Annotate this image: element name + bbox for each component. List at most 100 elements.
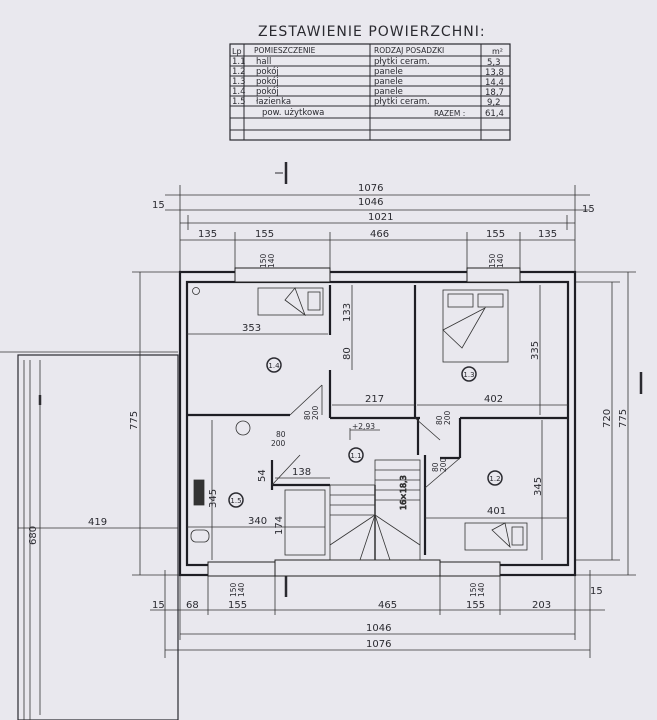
balcony <box>0 351 179 720</box>
door-label: 80 <box>435 415 444 425</box>
row-area: 14,4 <box>485 78 504 88</box>
dim-left-height: 775 <box>129 411 140 430</box>
room-dimensions: 353 133 80 217 402 335 345 340 54 138 17… <box>187 285 568 560</box>
header-room: POMIESZCZENIE <box>254 46 316 55</box>
door-label: 200 <box>443 410 452 425</box>
door-label: 200 <box>271 439 286 448</box>
area-summary-table: ZESTAWIENIE POWIERZCHNI: Lp POMIESZCZENI… <box>229 24 511 141</box>
row-room: pokój <box>256 66 279 77</box>
window-label: 150 <box>259 253 268 268</box>
shower <box>284 489 326 556</box>
window-label: 140 <box>477 582 486 597</box>
dim-right-outer: 775 <box>618 409 629 428</box>
row-room: pokój <box>256 76 279 87</box>
dim-closet-h2: 80 <box>342 347 353 360</box>
door-label: 200 <box>311 405 320 420</box>
dim-top-edge-right: 15 <box>582 204 595 215</box>
door-label: 80 <box>303 410 312 420</box>
stairs: 16×18,3 <box>329 459 421 561</box>
row-floor: płytki ceram. <box>374 97 430 107</box>
table-title: ZESTAWIENIE POWIERZCHNI: <box>258 24 486 40</box>
row-lp: 1.3 <box>232 77 246 87</box>
dim-bottom-seg: 155 <box>466 600 485 611</box>
chimney-icon <box>192 287 200 295</box>
stairs-label: 16×18,3 <box>399 475 408 510</box>
window-label: 150 <box>488 253 497 268</box>
dim-room-12-height: 345 <box>533 477 544 496</box>
room-tag-1-1: 1.1 <box>350 452 361 460</box>
toilet-icon <box>190 529 210 543</box>
row-floor: panele <box>374 77 403 87</box>
dim-bottom-seg: 465 <box>378 600 397 611</box>
dim-hall-138: 138 <box>292 467 311 478</box>
dim-balcony-height: 680 <box>28 526 39 545</box>
total-area: 61,4 <box>485 109 504 119</box>
top-dimensions: 1076 1046 15 15 1021 135 155 466 155 135 <box>152 183 595 275</box>
room-tag-1-5: 1.5 <box>230 497 241 505</box>
dim-room-12-width: 401 <box>487 506 506 517</box>
left-dimensions: 775 680 419 <box>18 271 180 715</box>
window-label: 140 <box>496 253 505 268</box>
dim-top-seg: 135 <box>538 229 557 240</box>
row-area: 9,2 <box>487 98 501 108</box>
row-lp: 1.5 <box>232 97 246 107</box>
dim-bottom-seg: 155 <box>228 600 247 611</box>
door-label: 200 <box>439 457 448 472</box>
sink-icon <box>235 420 251 436</box>
row-floor: panele <box>374 87 403 97</box>
dim-room-15-width: 340 <box>248 516 267 527</box>
dim-top-seg: 466 <box>370 229 389 240</box>
dim-bottom-overall: 1076 <box>366 639 391 650</box>
total-label: RAZEM : <box>434 109 465 118</box>
row-area: 18,7 <box>485 88 504 98</box>
bed-icon <box>257 287 324 316</box>
row-area: 13,8 <box>485 68 504 78</box>
walls <box>178 267 577 577</box>
row-room: hall <box>256 57 271 67</box>
boiler-icon <box>193 479 205 506</box>
dim-54: 54 <box>257 469 268 482</box>
dim-bottom-edge-right: 15 <box>590 586 603 597</box>
row-floor: panele <box>374 67 403 77</box>
dim-top-inner: 1021 <box>368 212 393 223</box>
row-floor: płytki ceram. <box>374 57 430 67</box>
dim-closet-h1: 133 <box>342 303 353 322</box>
dim-top-mid: 1046 <box>358 197 383 208</box>
header-floor: RODZAJ POSADZKI <box>374 46 444 55</box>
dim-room-13-width: 402 <box>484 394 503 405</box>
dim-room-13-height: 335 <box>530 341 541 360</box>
double-bed-icon <box>442 289 509 363</box>
dim-bottom-seg: 203 <box>532 600 551 611</box>
row-area: 5,3 <box>487 58 501 68</box>
row-lp: 1.2 <box>232 67 246 77</box>
dim-top-seg: 135 <box>198 229 217 240</box>
dim-bottom-mid: 1046 <box>366 623 391 634</box>
dim-bottom-edge-left: 15 <box>152 600 165 611</box>
dim-top-seg: 155 <box>486 229 505 240</box>
dim-hall-174: 174 <box>274 516 285 535</box>
row-lp: 1.1 <box>232 57 246 67</box>
dim-closet-width: 217 <box>365 394 384 405</box>
level-marker: +2,93 <box>352 422 375 431</box>
total-label-room: pow. użytkowa <box>262 108 324 118</box>
dim-top-edge-left: 15 <box>152 200 165 211</box>
dim-room-14-width: 353 <box>242 323 261 334</box>
dim-bottom-seg: 68 <box>186 600 199 611</box>
row-room: pokój <box>256 86 279 97</box>
door-label: 80 <box>276 430 286 439</box>
window-label: 140 <box>267 253 276 268</box>
door-label: 80 <box>431 462 440 472</box>
room-tag-1-2: 1.2 <box>489 475 500 483</box>
bottom-dimensions: 15 68 155 465 155 203 15 1046 1076 <box>150 570 605 658</box>
dim-top-seg: 155 <box>255 229 274 240</box>
dim-balcony-width: 419 <box>88 517 107 528</box>
header-area: m² <box>492 47 503 56</box>
dim-right-inner: 720 <box>602 409 613 428</box>
window-label: 150 <box>469 582 478 597</box>
header-lp: Lp <box>232 47 242 56</box>
window-label: 150 <box>229 582 238 597</box>
right-dimensions: 720 775 <box>575 271 636 576</box>
dim-top-overall: 1076 <box>358 183 383 194</box>
row-lp: 1.4 <box>232 87 246 97</box>
